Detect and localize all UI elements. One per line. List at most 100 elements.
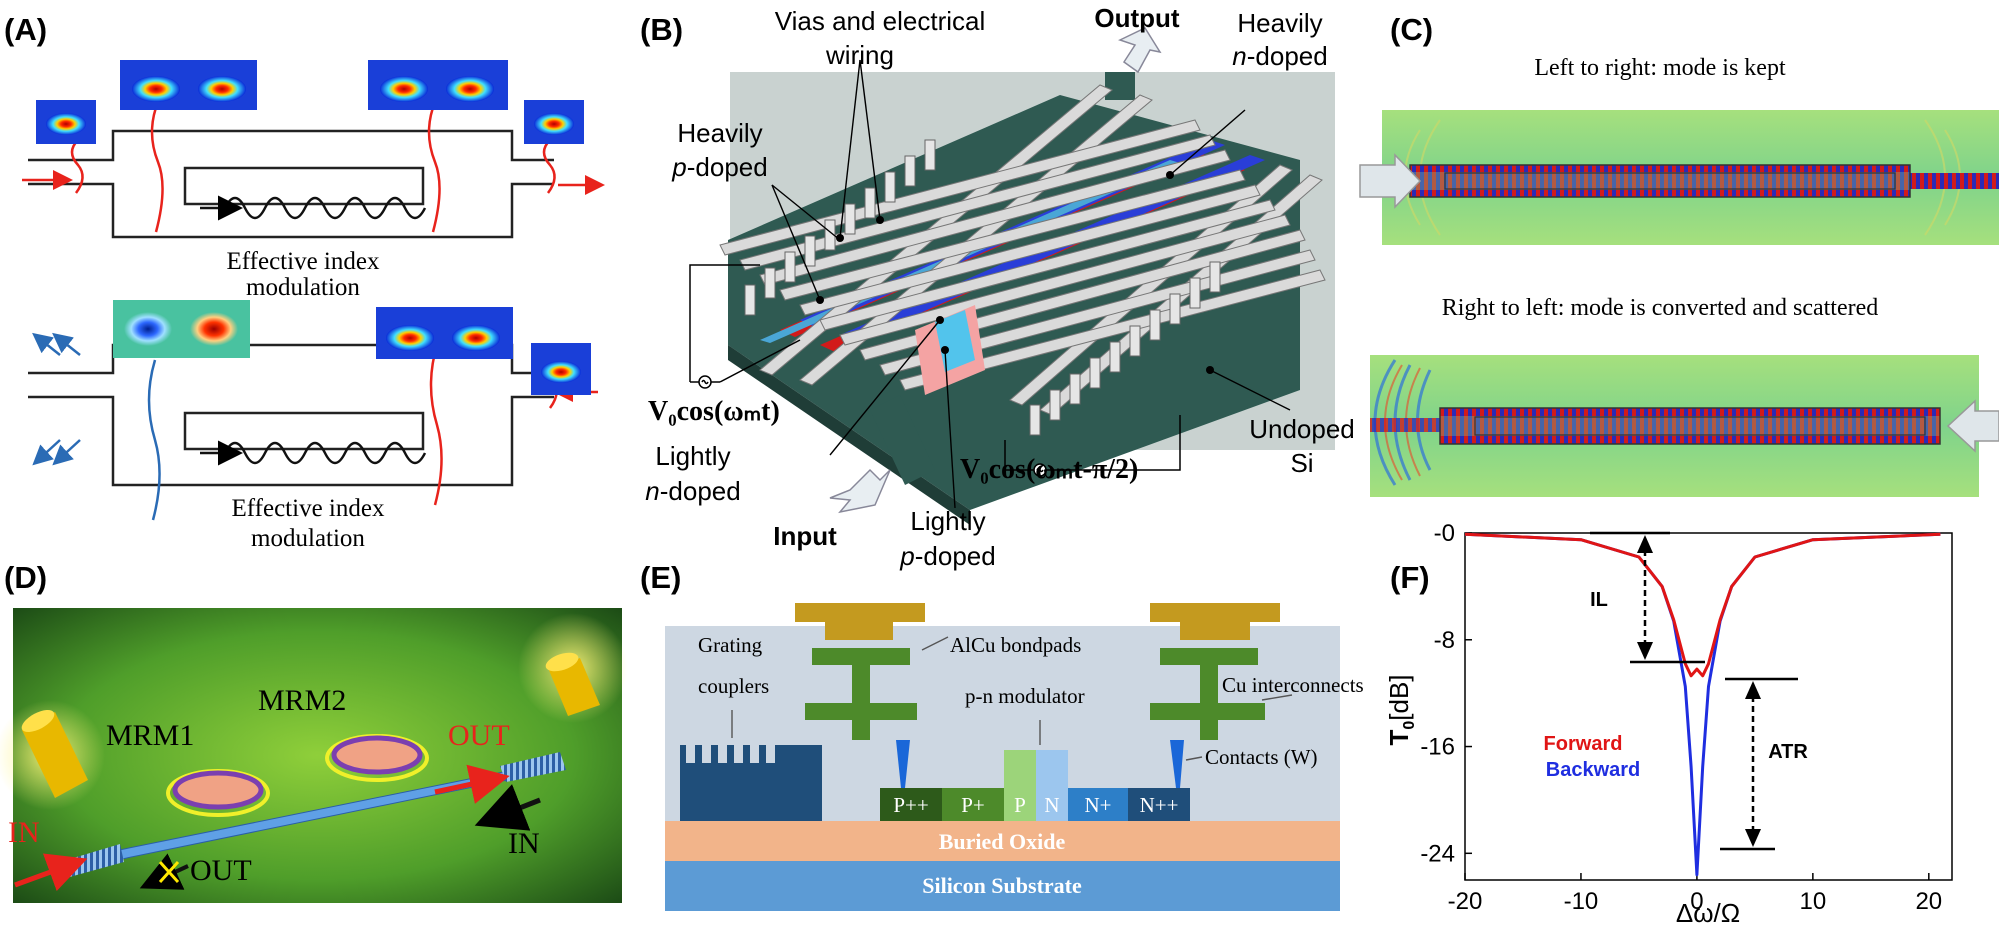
annotation-arrowhead	[1745, 681, 1761, 699]
field-profile	[70, 139, 84, 194]
label-mrm2: MRM2	[258, 684, 346, 717]
microring-mrm1	[166, 769, 270, 817]
y-tick-label: -24	[1420, 840, 1455, 867]
in-arrow-red	[14, 853, 88, 892]
panel-e-label: (E)	[640, 560, 681, 595]
panel-c-label: (C)	[1390, 12, 1433, 47]
label-atr: ATR	[1768, 741, 1808, 763]
label-grating-2: couplers	[698, 674, 769, 698]
x-axis-label: Δω/Ω	[1676, 898, 1740, 927]
label-light-n-1: Lightly	[655, 441, 730, 471]
label-vias-1: Vias and electrical	[775, 6, 986, 36]
field-map-top	[1382, 110, 1999, 245]
contact-left	[896, 740, 910, 788]
bondpad-left	[795, 603, 925, 640]
label-vias-2: wiring	[825, 40, 894, 70]
label-out-red: OUT	[448, 719, 510, 752]
label-cu-interconnects: Cu interconnects	[1222, 673, 1364, 697]
input-arrow	[829, 468, 891, 514]
svg-text:T0[dB]: T0[dB]	[1384, 674, 1418, 745]
panel-e: (E) Buried Oxide Silicon Substrate	[640, 560, 1364, 911]
field-profile	[429, 344, 443, 506]
label-mrm1: MRM1	[106, 719, 194, 752]
label-voltage-1: V₀cos(ωₘt)	[648, 396, 780, 427]
mode-profile-image	[368, 60, 508, 110]
panel-a-label: (A)	[4, 12, 47, 47]
annotation-arrowhead	[1637, 535, 1653, 553]
mode-profile-image	[120, 60, 257, 110]
in-arrow-black	[474, 784, 541, 831]
label-undoped-2: Si	[1290, 448, 1313, 478]
output-waveguide	[1105, 72, 1135, 100]
doping-label: P	[1014, 793, 1026, 817]
annotation-arrowhead	[1745, 829, 1761, 847]
doping-label: N++	[1140, 793, 1179, 817]
callout-dot	[836, 234, 844, 242]
label-heavy-p-2: p-doped	[671, 152, 767, 182]
input-arrow-left	[1946, 399, 1999, 453]
doping-block	[880, 788, 942, 821]
panel-a-caption-top-1: Effective index	[227, 248, 380, 275]
label-output: Output	[1094, 3, 1180, 33]
series-line-forward	[1464, 532, 1941, 678]
panel-d-label: (D)	[4, 560, 47, 595]
label-substrate: Silicon Substrate	[922, 873, 1082, 898]
panel-c-title-top: Left to right: mode is kept	[1534, 55, 1786, 81]
out-arrow-red	[434, 764, 510, 804]
fiber-coupler-left	[21, 709, 88, 798]
callout-dot	[941, 346, 949, 354]
panel-a-bottom-waveguide	[28, 343, 554, 487]
bondpad-right	[1150, 603, 1280, 640]
annotation-arrowhead	[1637, 642, 1653, 660]
fiber-coupler-right	[545, 652, 600, 716]
panel-a-caption-top-2: modulation	[246, 274, 360, 301]
voltage-source-2	[1004, 415, 1181, 477]
label-heavy-n-1: Heavily	[1237, 8, 1322, 38]
callout-dot	[1206, 366, 1214, 374]
label-voltage-2: V₀cos(ωₘt-π/2)	[960, 454, 1138, 485]
callout-lines	[771, 59, 1291, 509]
label-il: IL	[1590, 589, 1608, 611]
modulation-wave-top	[223, 196, 427, 220]
output-arrow	[1118, 27, 1162, 74]
label-in-black: IN	[508, 827, 540, 860]
panel-c: (C) Left to right: mode is kept Right to…	[1359, 12, 1999, 497]
doping-block	[942, 788, 1004, 821]
chart-series	[1464, 532, 1941, 877]
x-tick-label: 20	[1915, 888, 1942, 915]
voltage-source-1	[689, 264, 801, 389]
pn-modulator	[880, 750, 1190, 821]
label-contacts: Contacts (W)	[1205, 745, 1318, 769]
buried-oxide-layer	[665, 821, 1340, 861]
doping-block	[1068, 788, 1128, 821]
microring-mrm2	[325, 734, 429, 782]
panel-b: (B)	[640, 3, 1355, 571]
doping-label: N	[1044, 793, 1059, 817]
field-profile	[147, 359, 161, 521]
cu-interconnect-left	[805, 648, 917, 740]
y-axis-label: T0[dB]	[1384, 674, 1418, 745]
x-tick-label: -10	[1564, 888, 1599, 915]
mode-profile-image	[376, 307, 513, 359]
label-buried-oxide: Buried Oxide	[939, 829, 1066, 854]
input-arrow-right	[1359, 153, 1422, 209]
panel-a-top-waveguide	[28, 129, 554, 239]
x-tick-label: 0	[1690, 888, 1703, 915]
legend-backward: Backward	[1546, 759, 1641, 781]
field-map-bottom	[1370, 355, 1979, 497]
silicon-substrate-layer	[665, 861, 1340, 911]
annotations	[1590, 531, 1798, 851]
legend-forward: Forward	[1544, 733, 1623, 755]
label-out-black: OUT	[190, 854, 252, 887]
scatter-arrow	[52, 439, 81, 466]
label-light-p-2: p-doped	[899, 541, 995, 571]
blocked-x-icon	[158, 860, 180, 884]
label-heavy-n-2: n-doped	[1232, 41, 1327, 71]
doping-label: P+	[961, 793, 985, 817]
mode-profile-image	[113, 300, 250, 358]
doping-block	[1128, 788, 1190, 821]
callout-dot	[816, 296, 824, 304]
cu-interconnect-right	[1150, 648, 1265, 740]
